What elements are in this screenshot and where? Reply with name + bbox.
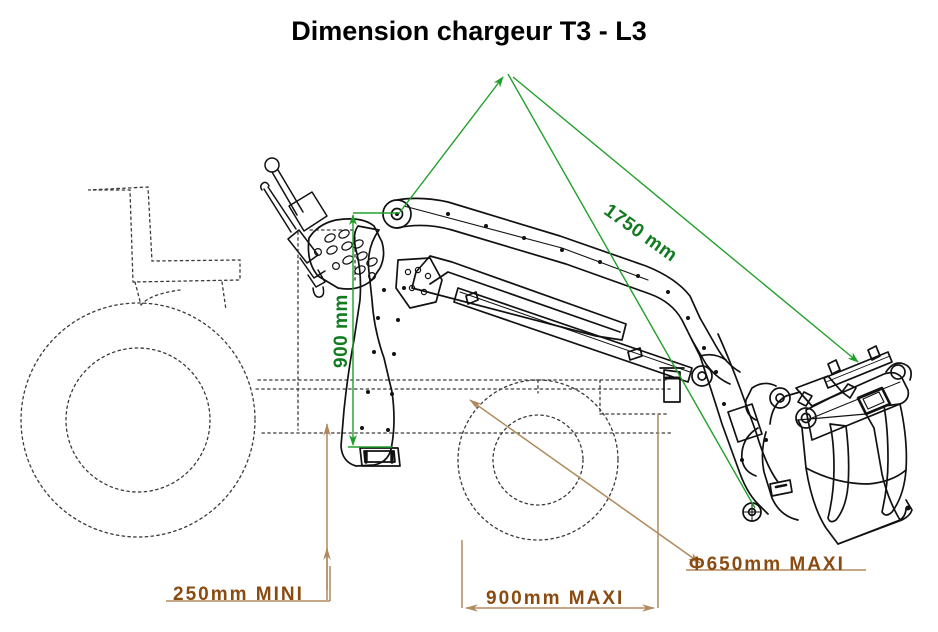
- loader-lift-cylinder: [411, 255, 713, 387]
- dimension-label-900-height: 900 mm: [331, 294, 352, 368]
- loader-control-lever: [259, 157, 328, 298]
- dimension-label-900-maxi: 900mm MAXI: [486, 588, 625, 609]
- green-dimension-group: [348, 73, 859, 509]
- page-title: Dimension chargeur T3 - L3: [291, 16, 647, 46]
- tractor-hidden-detail-a: [309, 229, 356, 281]
- loader-bucket-coupler: [740, 375, 843, 521]
- loader-bucket: [797, 413, 913, 545]
- brown-dimension-group: [166, 399, 866, 612]
- dimension-label-650-diameter-maxi: Φ650mm MAXI: [689, 554, 845, 575]
- tractor-fender-line: [140, 289, 181, 306]
- loader-mast-post: [340, 225, 406, 467]
- loader-main-arm: [396, 197, 741, 385]
- tractor-front-wheel-outer: [457, 379, 619, 541]
- dim-1750-measure-line: [512, 76, 859, 363]
- tractor-seat-outline: [87, 186, 241, 283]
- loader-rear-mount-plate: [659, 367, 685, 403]
- tractor-rear-wheel-hub: [65, 347, 211, 493]
- tractor-front-wheel-hub: [492, 414, 584, 506]
- loader-group: [259, 157, 913, 545]
- loader-grapple: [797, 345, 912, 523]
- tractor-rear-wheel-outer: [20, 302, 256, 538]
- loader-mid-bracket: [395, 257, 443, 309]
- dim-1750-leader-from-pivot: [399, 76, 504, 213]
- tractor-seat-base: [134, 281, 227, 311]
- dim-650-diameter-line: [469, 399, 701, 564]
- dimension-label-250-mini: 250mm MINI: [173, 584, 304, 605]
- loader-dipper-arm: [691, 333, 779, 522]
- dim-1750-second-leg: [507, 73, 756, 509]
